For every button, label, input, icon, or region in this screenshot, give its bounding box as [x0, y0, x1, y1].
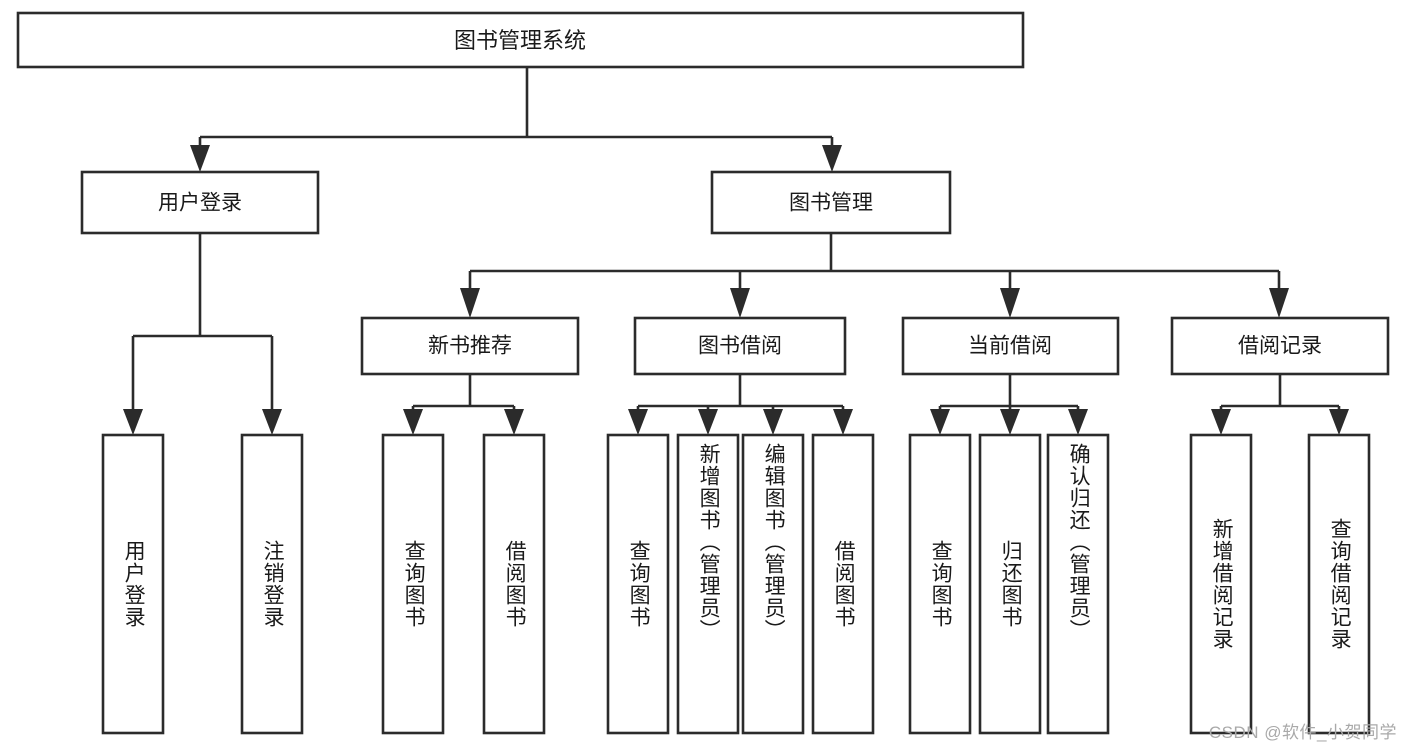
leaf-box-borrow-book-2[interactable] — [811, 433, 875, 735]
arrow-bookborrow-leaf-2 — [698, 409, 718, 435]
arrow-to-book-manage — [822, 145, 842, 172]
leaf-box-add-book-admin[interactable] — [676, 433, 740, 735]
root-box[interactable] — [16, 11, 1025, 69]
arrow-to-book-borrow — [730, 288, 750, 318]
arrow-to-borrow-record — [1269, 288, 1289, 318]
leaf-box-query-book-2[interactable] — [606, 433, 670, 735]
node-user-login[interactable]: 用户登录 — [80, 170, 320, 235]
csdn-watermark: CSDN @软件_小贺同学 — [1208, 723, 1397, 742]
node-book-borrow[interactable]: 图书借阅 — [633, 316, 847, 376]
arrow-to-new-book — [460, 288, 480, 318]
arrow-currentborrow-leaf-2 — [1000, 409, 1020, 435]
borrow-record-label: 借阅记录 — [1238, 335, 1322, 358]
arrow-bookborrow-leaf-4 — [833, 409, 853, 435]
new-book-recommend-label: 新书推荐 — [428, 335, 512, 358]
arrow-currentborrow-leaf-1 — [930, 409, 950, 435]
arrow-to-user-login — [190, 145, 210, 172]
node-borrow-record[interactable]: 借阅记录 — [1170, 316, 1390, 376]
current-borrow-box[interactable] — [901, 316, 1120, 376]
leaf-box-return-book[interactable] — [978, 433, 1042, 735]
leaf-box-logout[interactable] — [240, 433, 304, 735]
user-login-label: 用户登录 — [158, 192, 242, 215]
book-manage-box[interactable] — [710, 170, 952, 235]
leaf-box-confirm-return-admin[interactable] — [1046, 433, 1110, 735]
arrow-borrowrecord-leaf-2 — [1329, 409, 1349, 435]
leaf-box-edit-book-admin[interactable] — [741, 433, 805, 735]
borrow-record-box[interactable] — [1170, 316, 1390, 376]
node-root[interactable]: 图书管理系统 — [16, 11, 1025, 69]
node-book-manage[interactable]: 图书管理 — [710, 170, 952, 235]
root-label: 图书管理系统 — [454, 28, 586, 53]
arrow-newbook-leaf-2 — [504, 409, 524, 435]
leaf-box-query-borrow-record[interactable] — [1307, 433, 1371, 735]
leaf-box-user-login[interactable] — [101, 433, 165, 735]
node-current-borrow[interactable]: 当前借阅 — [901, 316, 1120, 376]
leaf-box-borrow-book-1[interactable] — [482, 433, 546, 735]
arrow-bookborrow-leaf-1 — [628, 409, 648, 435]
node-new-book-recommend[interactable]: 新书推荐 — [360, 316, 580, 376]
book-manage-label: 图书管理 — [789, 192, 873, 215]
leaf-box-add-borrow-record[interactable] — [1189, 433, 1253, 735]
current-borrow-label: 当前借阅 — [968, 335, 1052, 358]
leaf-box-query-book-1[interactable] — [381, 433, 445, 735]
arrow-to-current-borrow — [1000, 288, 1020, 318]
arrow-newbook-leaf-1 — [403, 409, 423, 435]
leaf-box-query-book-3[interactable] — [908, 433, 972, 735]
arrow-to-leaf-user-login — [123, 409, 143, 435]
arrow-currentborrow-leaf-3 — [1068, 409, 1088, 435]
book-borrow-box[interactable] — [633, 316, 847, 376]
arrow-borrowrecord-leaf-1 — [1211, 409, 1231, 435]
arrow-to-leaf-logout — [262, 409, 282, 435]
arrow-bookborrow-leaf-3 — [763, 409, 783, 435]
new-book-recommend-box[interactable] — [360, 316, 580, 376]
book-borrow-label: 图书借阅 — [698, 335, 782, 358]
